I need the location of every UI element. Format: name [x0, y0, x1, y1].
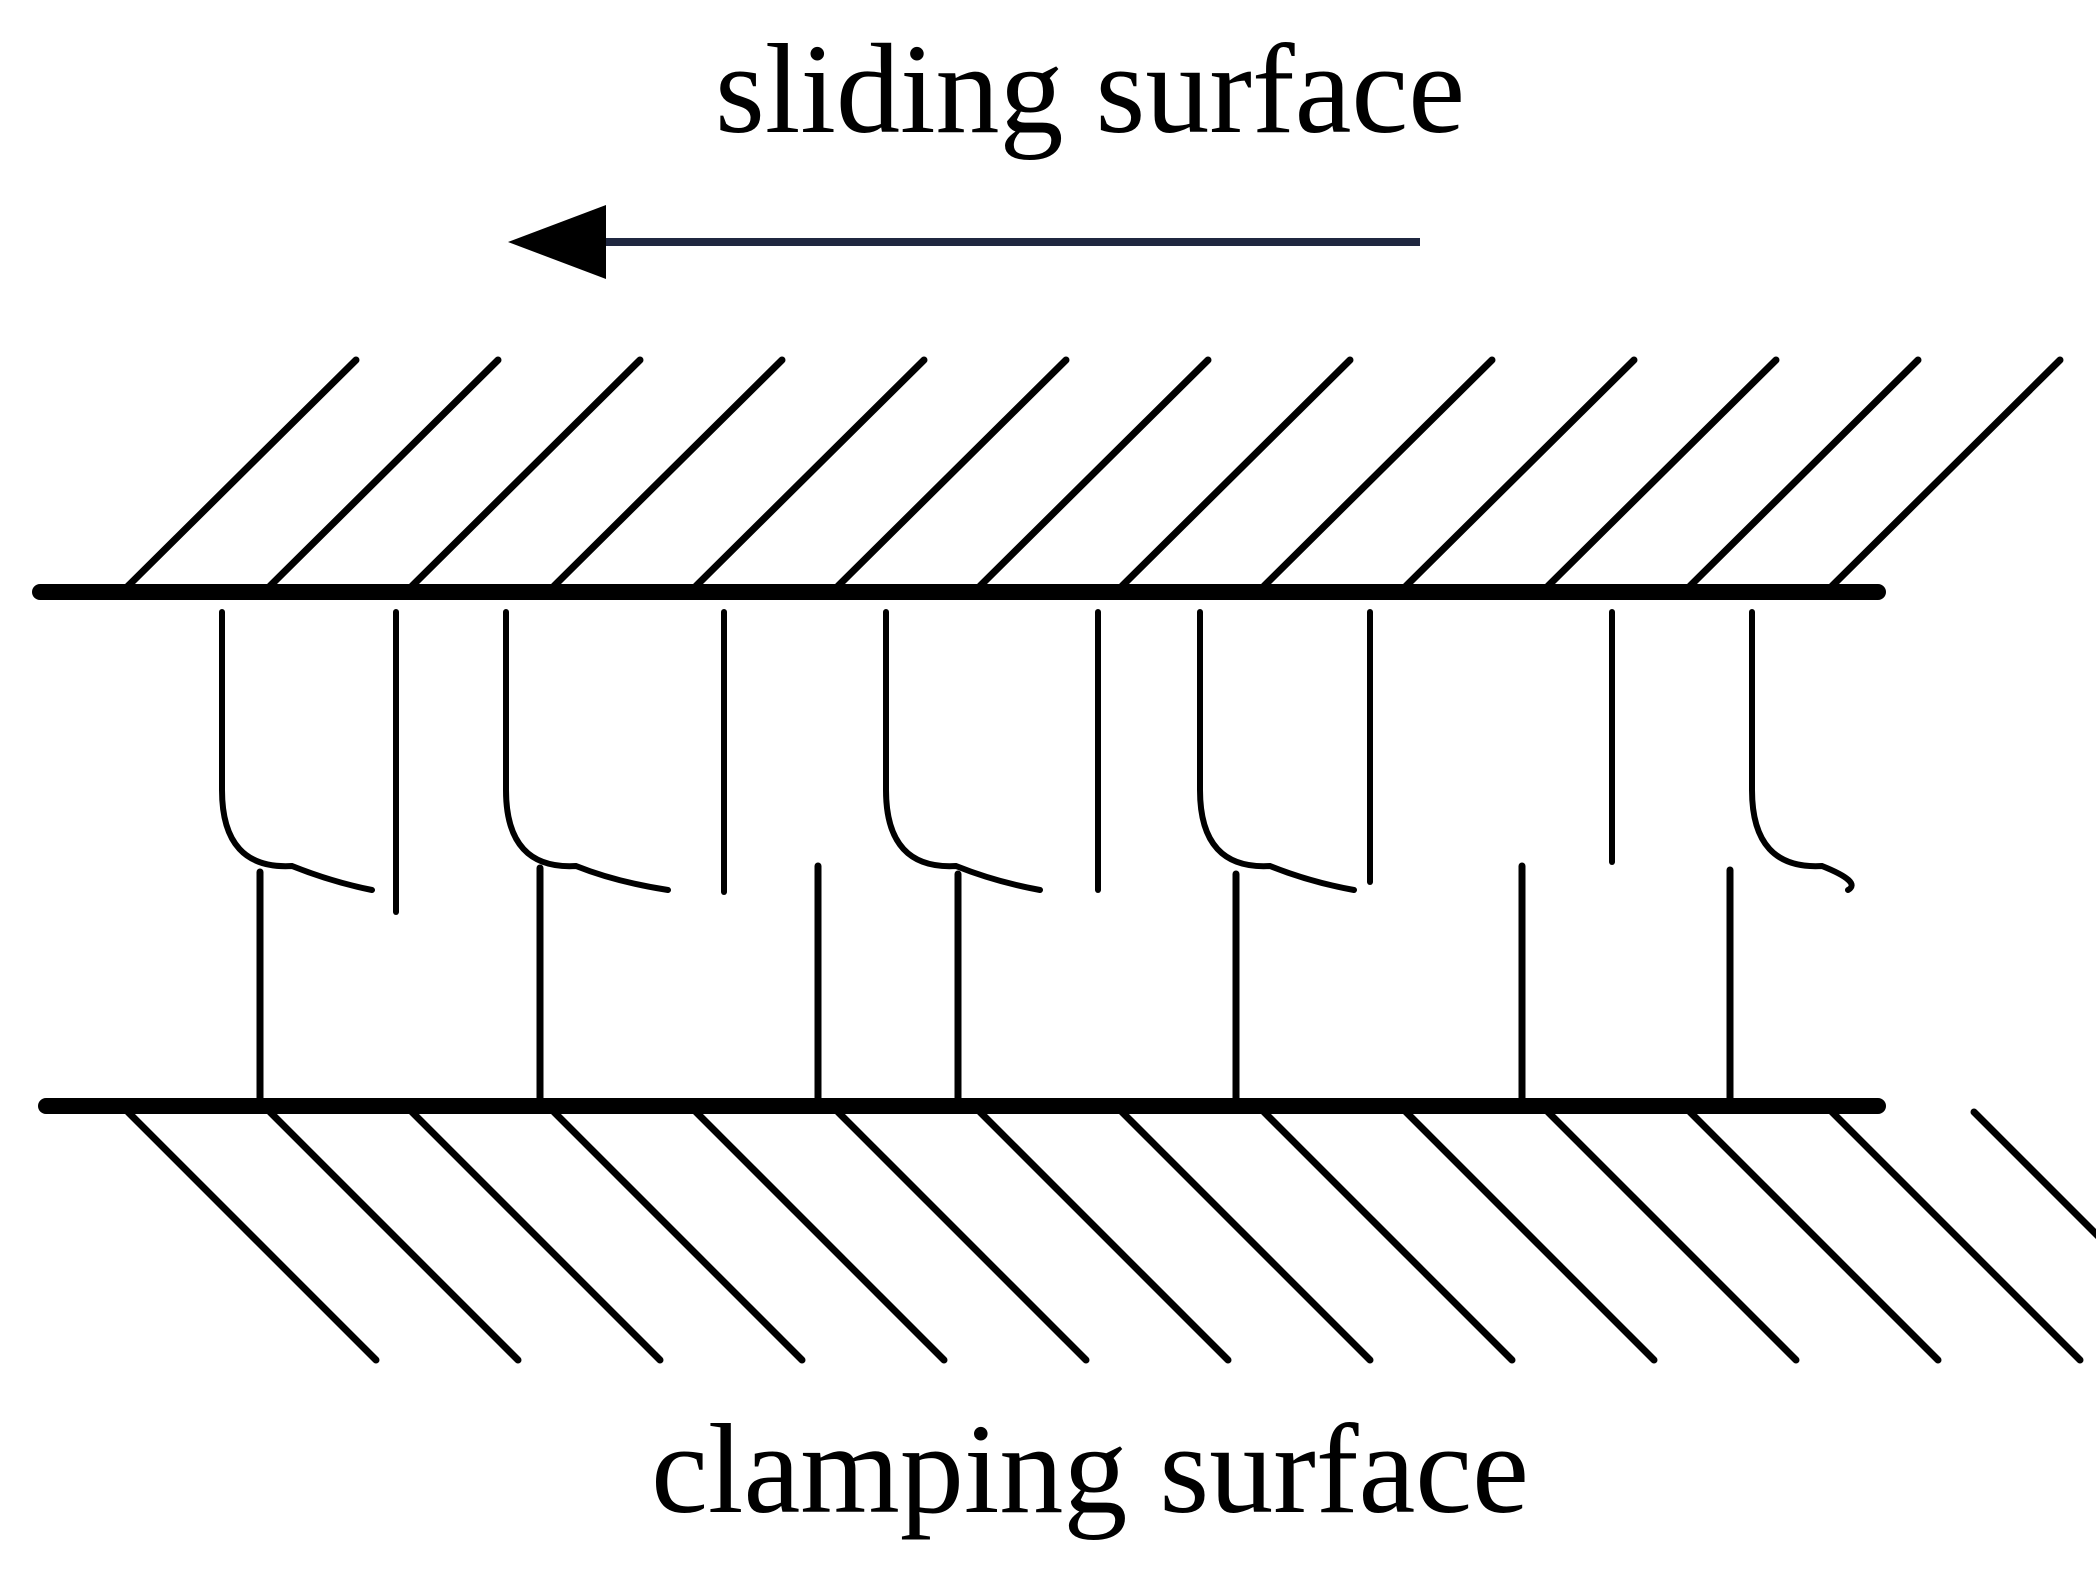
bottom-hatch-line [408, 1108, 664, 1364]
direction-arrow-head [508, 205, 606, 279]
top-hatch-line [1828, 356, 2064, 590]
top-hatch-line [408, 356, 644, 590]
bottom-hatch-line [1544, 1108, 1800, 1364]
top-hatch-line [1118, 356, 1354, 590]
top-hatch-line [124, 356, 360, 590]
bottom-hatch-line [550, 1108, 806, 1364]
bottom-surface-fibers [256, 862, 1734, 1106]
top-hatch-line [1402, 356, 1638, 590]
top-hatch-line [1686, 356, 1922, 590]
bottom-hatch-line [266, 1108, 522, 1364]
top-hatch-line [834, 356, 1070, 590]
bottom-hatch-line [692, 1108, 948, 1364]
bottom-hatch-line [124, 1108, 380, 1364]
bottom-hatch-line [1828, 1108, 2084, 1364]
top-fiber-hook [1749, 609, 1855, 893]
bottom-hatch-line [1118, 1108, 1374, 1364]
bottom-hatch-line [1402, 1108, 1658, 1364]
bottom-hatch-line [834, 1108, 1090, 1364]
top-surface-hatching [124, 356, 2064, 590]
top-hatch-line [976, 356, 1212, 590]
top-hatch-line [1260, 356, 1496, 590]
clamping-surface-label: clamping surface [651, 1398, 1529, 1540]
sliding-surface-label: sliding surface [715, 18, 1465, 160]
top-fiber-hook [1197, 609, 1357, 893]
top-hatch-line [550, 356, 786, 590]
bottom-hatch-line [1686, 1108, 1942, 1364]
bottom-surface-hatching [124, 1108, 2096, 1364]
bottom-hatch-line [976, 1108, 1232, 1364]
top-surface-fibers [219, 609, 1855, 915]
top-hatch-line [1544, 356, 1780, 590]
bottom-hatch-line [1260, 1108, 1516, 1364]
top-fiber-hook [219, 609, 375, 893]
top-hatch-line [266, 356, 502, 590]
bottom-hatch-line [1970, 1108, 2096, 1239]
direction-arrow [508, 205, 1420, 279]
top-fiber-hook [883, 609, 1043, 893]
top-fiber-hook [503, 609, 671, 893]
top-hatch-line [692, 356, 928, 590]
